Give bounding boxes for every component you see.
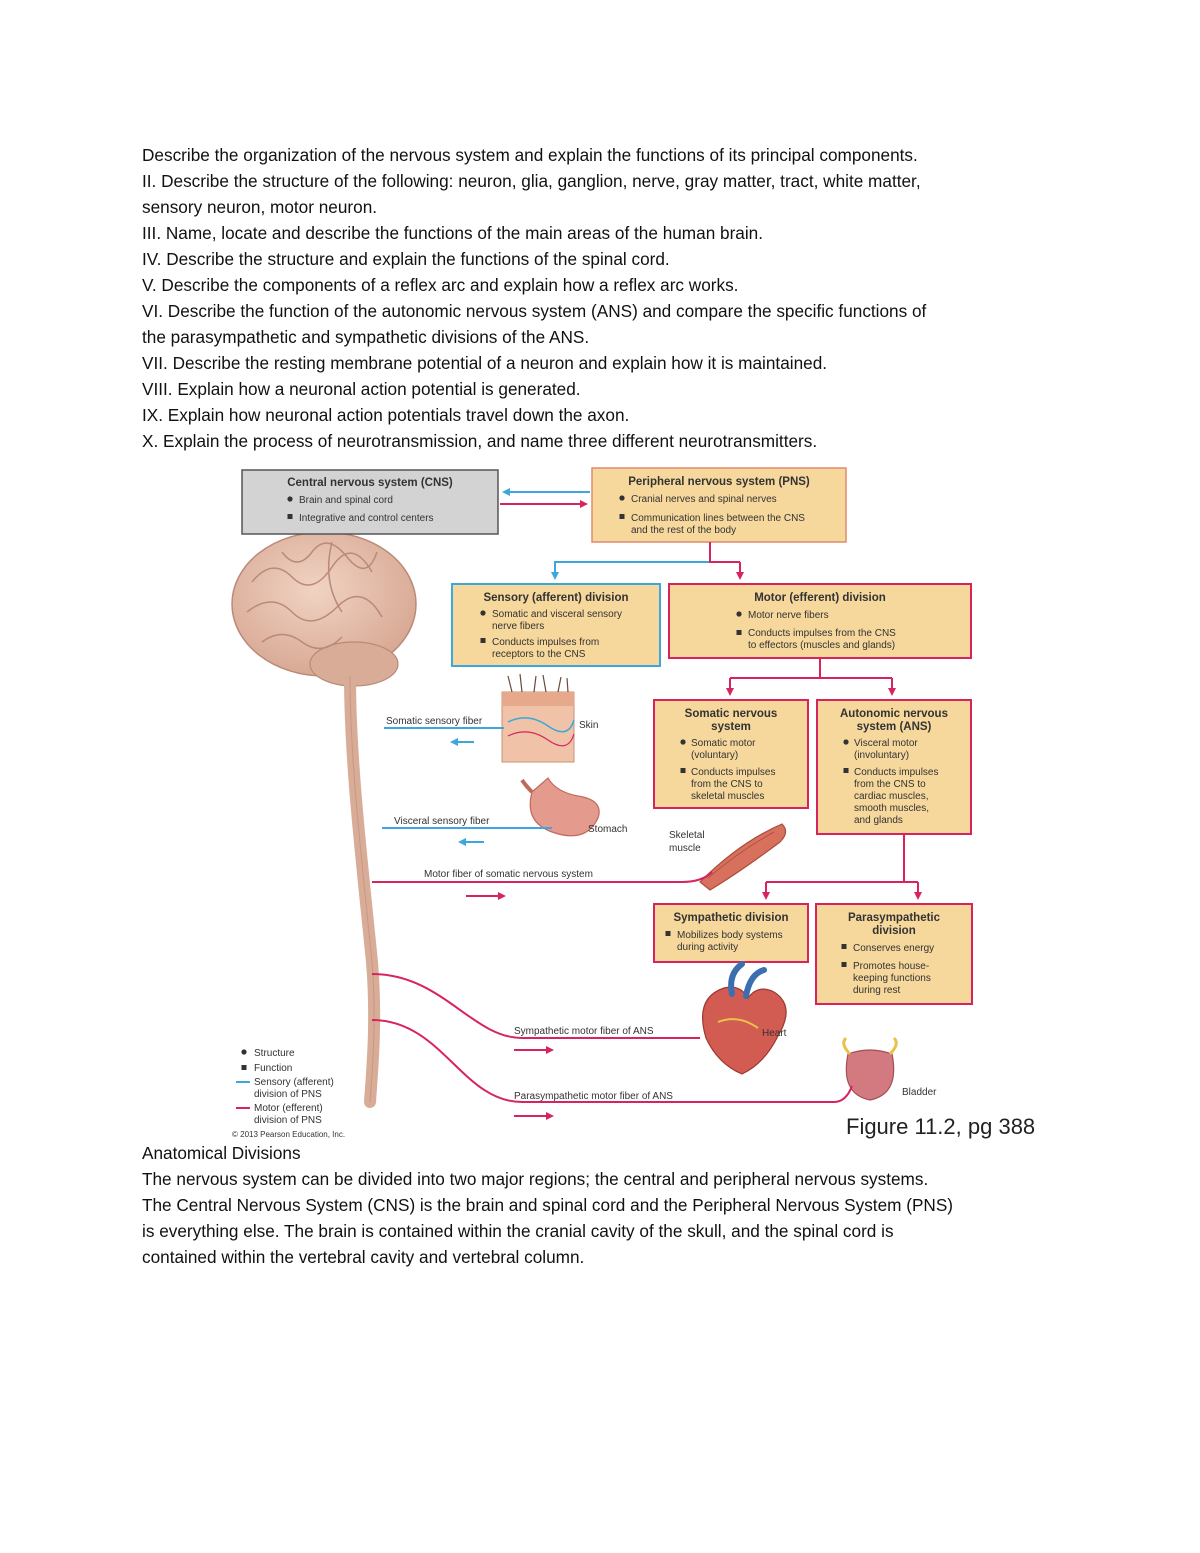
figure-svg: Central nervous system (CNS) Brain and s… [231, 467, 1035, 1139]
legend-structure: Structure [254, 1048, 295, 1059]
sensory-item: Conducts impulses from [492, 637, 599, 648]
anatomical-divisions-section: Anatomical Divisions The nervous system … [142, 1140, 1062, 1270]
cns-item: Brain and spinal cord [299, 495, 393, 506]
somatic-title: system [711, 721, 751, 733]
sympathetic-motor-fiber-label: Sympathetic motor fiber of ANS [514, 1026, 654, 1037]
parasympathetic-division-box: Parasympathetic division Conserves energ… [815, 903, 973, 1005]
autonomic-item: and glands [854, 815, 903, 826]
parasympathetic-item: during rest [853, 985, 900, 996]
skin-label: Skin [579, 720, 598, 731]
skin-illustration [501, 673, 575, 763]
somatic-item: from the CNS to [691, 779, 763, 790]
paragraph-line: The nervous system can be divided into t… [142, 1169, 929, 1189]
sensory-item: receptors to the CNS [492, 649, 586, 660]
bladder-illustration [842, 1036, 898, 1101]
visceral-sensory-fiber-label: Visceral sensory fiber [394, 816, 490, 827]
autonomic-item: smooth muscles, [854, 803, 929, 814]
motor-title: Motor (efferent) division [754, 592, 886, 604]
sympathetic-title: Sympathetic division [673, 912, 788, 924]
parasympathetic-item: keeping functions [853, 973, 931, 984]
spinal-cord [344, 670, 381, 1108]
somatic-item: Somatic motor [691, 738, 756, 749]
brain-illustration [231, 531, 417, 687]
sympathetic-item: Mobilizes body systems [677, 930, 783, 941]
motor-item: Motor nerve fibers [748, 610, 829, 621]
parasympathetic-item: Conserves energy [853, 943, 934, 954]
heart-illustration [702, 961, 787, 1075]
legend-function: Function [254, 1063, 292, 1074]
somatic-item: Conducts impulses [691, 767, 775, 778]
somatic-nervous-system-box: Somatic nervous system Somatic motor (vo… [653, 699, 809, 809]
bladder-label: Bladder [902, 1087, 937, 1098]
somatic-title: Somatic nervous [685, 708, 778, 720]
legend-sensory: division of PNS [254, 1089, 322, 1100]
motor-item: Conducts impulses from the CNS [748, 628, 896, 639]
figure-legend: Structure Function Sensory (afferent) di… [232, 1048, 345, 1139]
legend-sensory: Sensory (afferent) [254, 1077, 334, 1088]
cns-title: Central nervous system (CNS) [287, 477, 453, 489]
objective-line: II. Describe the structure of the follow… [142, 171, 921, 191]
motor-fiber-somatic-label: Motor fiber of somatic nervous system [424, 869, 593, 880]
pns-title: Peripheral nervous system (PNS) [628, 476, 810, 488]
paragraph-line: The Central Nervous System (CNS) is the … [142, 1195, 954, 1215]
autonomic-nervous-system-box: Autonomic nervous system (ANS) Visceral … [816, 699, 972, 835]
objective-line: Describe the organization of the nervous… [142, 145, 918, 165]
heart-label: Heart [762, 1028, 787, 1039]
objective-line: IV. Describe the structure and explain t… [142, 249, 670, 269]
pns-item: and the rest of the body [631, 525, 736, 536]
stomach-illustration [520, 777, 600, 837]
objective-line: V. Describe the components of a reflex a… [142, 275, 739, 295]
somatic-item: (voluntary) [691, 750, 738, 761]
copyright-notice: © 2013 Pearson Education, Inc. [232, 1130, 345, 1139]
skeletal-muscle-label: muscle [669, 843, 701, 854]
parasympathetic-item: Promotes house- [853, 961, 929, 972]
sensory-item: Somatic and visceral sensory [492, 609, 622, 620]
objective-line: VI. Describe the function of the autonom… [142, 301, 927, 321]
objective-line: III. Name, locate and describe the funct… [142, 223, 764, 243]
autonomic-title: Autonomic nervous [840, 708, 948, 720]
paragraph-line: is everything else. The brain is contain… [142, 1221, 894, 1241]
pns-item: Communication lines between the CNS [631, 513, 805, 524]
legend-motor: Motor (efferent) [254, 1103, 323, 1114]
somatic-sensory-fiber-label: Somatic sensory fiber [386, 716, 483, 727]
figure-caption: Figure 11.2, pg 388 [846, 1114, 1035, 1139]
objective-line: VIII. Explain how a neuronal action pote… [142, 379, 581, 399]
objective-line: VII. Describe the resting membrane poten… [142, 353, 828, 373]
skeletal-muscle-label: Skeletal [669, 830, 705, 841]
autonomic-item: Visceral motor [854, 738, 918, 749]
parasympathetic-title: division [872, 925, 915, 937]
autonomic-item: cardiac muscles, [854, 791, 928, 802]
legend-motor: division of PNS [254, 1115, 322, 1126]
parasympathetic-title: Parasympathetic [848, 912, 941, 924]
stomach-label: Stomach [588, 824, 627, 835]
somatic-item: skeletal muscles [691, 791, 764, 802]
objective-line: sensory neuron, motor neuron. [142, 197, 378, 217]
autonomic-title: system (ANS) [857, 721, 932, 733]
sympathetic-item: during activity [677, 942, 738, 953]
objective-line: the parasympathetic and sympathetic divi… [142, 327, 590, 347]
autonomic-item: (involuntary) [854, 750, 909, 761]
motor-division-box: Motor (efferent) division Motor nerve fi… [668, 583, 972, 659]
pns-box: Peripheral nervous system (PNS) Cranial … [591, 467, 847, 543]
learning-objectives: Describe the organization of the nervous… [142, 142, 1062, 454]
skeletal-muscle-illustration [699, 823, 787, 891]
cns-box: Central nervous system (CNS) Brain and s… [241, 469, 499, 535]
section-heading: Anatomical Divisions [142, 1143, 301, 1163]
objective-line: IX. Explain how neuronal action potentia… [142, 405, 630, 425]
nervous-system-figure: Central nervous system (CNS) Brain and s… [222, 462, 1058, 1146]
sympathetic-division-box: Sympathetic division Mobilizes body syst… [653, 903, 809, 963]
motor-item: to effectors (muscles and glands) [748, 640, 895, 651]
sensory-division-box: Sensory (afferent) division Somatic and … [451, 583, 661, 667]
paragraph-line: contained within the vertebral cavity an… [142, 1247, 585, 1267]
sensory-item: nerve fibers [492, 621, 544, 632]
cns-item: Integrative and control centers [299, 513, 434, 524]
autonomic-item: Conducts impulses [854, 767, 938, 778]
sensory-title: Sensory (afferent) division [483, 592, 628, 604]
autonomic-item: from the CNS to [854, 779, 926, 790]
objective-line: X. Explain the process of neurotransmiss… [142, 431, 818, 451]
parasympathetic-motor-fiber-label: Parasympathetic motor fiber of ANS [514, 1091, 673, 1102]
pns-item: Cranial nerves and spinal nerves [631, 494, 777, 505]
